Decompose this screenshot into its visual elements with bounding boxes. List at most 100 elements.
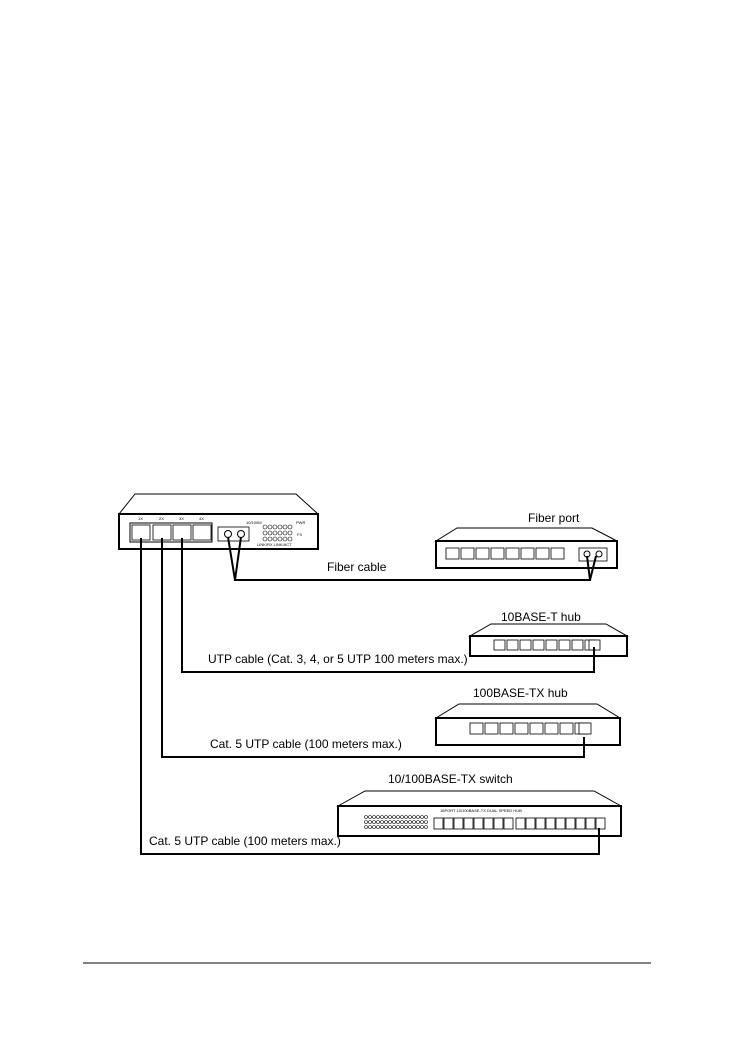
led-indicator bbox=[278, 537, 282, 541]
led-indicator bbox=[381, 816, 384, 819]
led-indicator bbox=[288, 525, 292, 529]
rj45-port bbox=[516, 818, 525, 829]
rj45-port bbox=[504, 818, 513, 829]
rj45-port bbox=[530, 723, 543, 734]
led-indicator bbox=[393, 821, 396, 824]
utp-cable-label: UTP cable (Cat. 3, 4, or 5 UTP 100 meter… bbox=[208, 652, 468, 666]
rj45-port bbox=[464, 818, 473, 829]
led-indicator bbox=[389, 826, 392, 829]
fiber-device bbox=[436, 528, 617, 568]
main-port-label-3: 3X bbox=[179, 516, 184, 521]
rj45-port bbox=[474, 818, 483, 829]
led-indicator bbox=[385, 821, 388, 824]
led-indicator bbox=[381, 826, 384, 829]
rj45-port bbox=[559, 640, 570, 650]
switch-10-100: 16PORT 10/100BASE-TX DUAL SPEED HUB bbox=[338, 791, 621, 836]
led-indicator bbox=[365, 821, 368, 824]
led-indicator bbox=[369, 826, 372, 829]
rj45-port bbox=[551, 548, 564, 559]
led-indicator bbox=[421, 816, 424, 819]
rj45-port bbox=[494, 818, 503, 829]
led-indicator bbox=[409, 826, 412, 829]
led-indicator bbox=[417, 816, 420, 819]
main-port-label-1: 1X bbox=[138, 516, 143, 521]
rj45-port bbox=[454, 818, 463, 829]
led-indicator bbox=[377, 821, 380, 824]
led-indicator bbox=[365, 816, 368, 819]
main-led-text: 10/100M bbox=[246, 520, 262, 525]
fiber-port-label: Fiber port bbox=[528, 511, 580, 525]
led-indicator bbox=[405, 816, 408, 819]
fiber-cable-label: Fiber cable bbox=[327, 560, 387, 574]
main-fiber-port bbox=[218, 527, 249, 541]
uplink-port bbox=[579, 723, 591, 734]
led-indicator bbox=[425, 816, 428, 819]
led-indicator bbox=[283, 537, 287, 541]
rj45-port bbox=[491, 548, 504, 559]
rj45-port bbox=[560, 723, 573, 734]
rj45-port bbox=[461, 548, 474, 559]
led-indicator bbox=[373, 826, 376, 829]
led-indicator bbox=[268, 525, 272, 529]
led-indicator bbox=[263, 525, 267, 529]
led-indicator bbox=[283, 525, 287, 529]
led-indicator bbox=[385, 826, 388, 829]
rj45-port bbox=[485, 723, 498, 734]
rj45-port bbox=[545, 723, 558, 734]
led-indicator bbox=[413, 826, 416, 829]
led-indicator bbox=[413, 821, 416, 824]
led-indicator bbox=[405, 821, 408, 824]
led-indicator bbox=[381, 821, 384, 824]
main-switch-device: 1X 2X 3X 4X 10/100M PWR FX LINK/RX LINK/… bbox=[119, 494, 318, 549]
rj45-port bbox=[572, 640, 583, 650]
led-indicator bbox=[385, 816, 388, 819]
led-indicator bbox=[393, 816, 396, 819]
main-status-text: PWR bbox=[296, 520, 305, 525]
led-indicator bbox=[421, 821, 424, 824]
led-indicator bbox=[263, 531, 267, 535]
rj45-port bbox=[566, 818, 575, 829]
led-indicator bbox=[377, 826, 380, 829]
main-port-label-2: 2X bbox=[159, 516, 164, 521]
rj45-port bbox=[556, 818, 565, 829]
cat5-cable-label-1: Cat. 5 UTP cable (100 meters max.) bbox=[210, 737, 402, 751]
led-indicator bbox=[401, 816, 404, 819]
led-indicator bbox=[377, 816, 380, 819]
led-indicator bbox=[373, 821, 376, 824]
rj45-port bbox=[546, 818, 555, 829]
hub-100base-tx bbox=[436, 704, 620, 745]
rj45-port bbox=[494, 640, 505, 650]
led-indicator bbox=[397, 816, 400, 819]
rj45-port bbox=[500, 723, 513, 734]
led-indicator bbox=[389, 816, 392, 819]
led-indicator bbox=[393, 826, 396, 829]
switch-label: 10/100BASE-TX switch bbox=[388, 772, 513, 786]
led-indicator bbox=[365, 826, 368, 829]
hub-100base-tx-label: 100BASE-TX hub bbox=[473, 686, 568, 700]
rj45-port bbox=[536, 548, 549, 559]
uplink-port bbox=[596, 818, 605, 829]
led-indicator bbox=[417, 821, 420, 824]
rj45-port bbox=[515, 723, 528, 734]
rj45-port bbox=[446, 548, 459, 559]
led-indicator bbox=[401, 821, 404, 824]
rj45-port bbox=[546, 640, 557, 650]
rj45-port bbox=[470, 723, 483, 734]
led-indicator bbox=[409, 821, 412, 824]
led-indicator bbox=[278, 525, 282, 529]
led-indicator bbox=[401, 826, 404, 829]
cat5-cable-label-2: Cat. 5 UTP cable (100 meters max.) bbox=[149, 834, 341, 848]
led-indicator bbox=[373, 816, 376, 819]
led-indicator bbox=[369, 816, 372, 819]
rj45-port bbox=[507, 640, 518, 650]
hub-10base-t bbox=[470, 624, 627, 656]
led-indicator bbox=[389, 821, 392, 824]
rj45-port bbox=[533, 640, 544, 650]
main-fiber-text: FX bbox=[297, 532, 302, 537]
led-indicator bbox=[288, 537, 292, 541]
switch-banner: 16PORT 10/100BASE-TX DUAL SPEED HUB bbox=[440, 808, 522, 813]
rj45-port bbox=[484, 818, 493, 829]
led-indicator bbox=[397, 821, 400, 824]
rj45-port bbox=[536, 818, 545, 829]
